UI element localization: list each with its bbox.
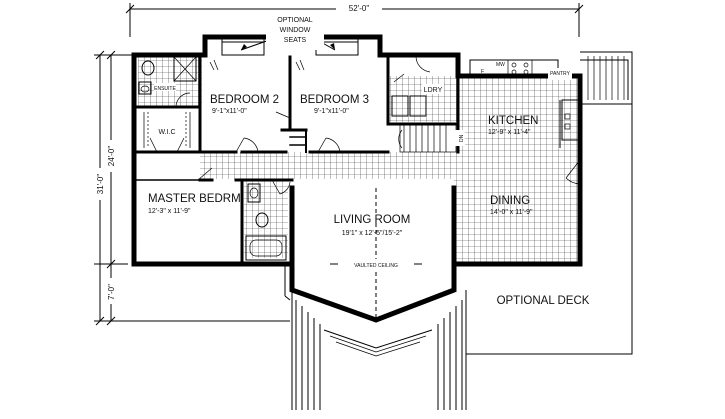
pantry-label: PANTRY xyxy=(550,71,570,77)
living-size: 19'1" x 12'-5"/15'-2" xyxy=(342,230,403,237)
deck-depth-label: 7'-0" xyxy=(107,284,116,300)
living-room: LIVING ROOM 19'1" x 12'-5"/15'-2" VAULTE… xyxy=(289,185,457,323)
kitchen-size: 12'-9" x 11'-4" xyxy=(488,129,531,136)
bath-toilet-icon xyxy=(255,212,269,228)
window-seats-line1: OPTIONAL xyxy=(277,17,313,24)
wic-label: W.I.C xyxy=(158,129,175,136)
ensuite-label: ENSUITE xyxy=(154,86,176,92)
master-size: 12'-3" x 11'-9" xyxy=(148,208,191,215)
dryer-icon xyxy=(409,95,427,117)
deck-label: OPTIONAL DECK xyxy=(497,295,590,307)
ensuite-sink-icon xyxy=(140,85,150,93)
ensuite-fixtures: ENSUITE xyxy=(138,56,197,108)
bedroom3-size: 9'-1"x11'-0" xyxy=(314,108,349,115)
bath-sink-icon xyxy=(249,187,259,199)
master-name: MASTER BEDRM xyxy=(148,193,241,205)
bedroom-3: BEDROOM 3 9'-1"x11'-0" xyxy=(300,94,369,153)
bedroom-2: BEDROOM 2 9'-1"x11'-0" xyxy=(209,59,305,153)
window-seats-line2: WINDOW xyxy=(280,27,311,34)
dining-name: DINING xyxy=(490,195,530,207)
window-seats-line3: SEATS xyxy=(284,37,307,44)
bedroom3-name: BEDROOM 3 xyxy=(300,94,369,106)
overall-width-dimension: 52'-0" xyxy=(125,2,584,37)
laundry-stairs: LDRY DN xyxy=(391,56,465,153)
fridge-label: F xyxy=(481,69,484,75)
vaulted-ceiling-label: VAULTED CEILING xyxy=(354,263,398,269)
dining: DINING 14'-0" x 11'-9" xyxy=(490,159,581,216)
microwave-label: MW xyxy=(496,62,505,68)
living-name: LIVING ROOM xyxy=(334,214,411,226)
main-bath xyxy=(245,179,291,261)
laundry-label: LDRY xyxy=(424,87,443,94)
bedroom2-name: BEDROOM 2 xyxy=(210,94,279,106)
walk-in-closet: W.I.C xyxy=(143,112,191,153)
kitchen-name: KITCHEN xyxy=(488,115,538,127)
optional-deck: OPTIONAL DECK xyxy=(284,51,633,410)
bathtub-icon xyxy=(245,235,287,261)
ensuite-toilet-icon xyxy=(141,60,155,76)
house-depth-label: 24'-0" xyxy=(107,146,116,167)
overall-depth-label: 31'-0" xyxy=(96,174,105,195)
overall-width-label: 52'-0" xyxy=(349,4,370,13)
range-icon xyxy=(507,59,533,77)
depth-dimensions: 31'-0" 24'-0" 7'-0" xyxy=(94,50,290,326)
window-seats: OPTIONAL WINDOW SEATS xyxy=(221,14,359,56)
bedroom2-size: 9'-1"x11'-0" xyxy=(212,108,247,115)
kitchen: F MW PANTRY KITCHEN 12'-9" x 11'-4" xyxy=(469,59,579,148)
dining-size: 14'-0" x 11'-9" xyxy=(490,209,533,216)
washer-icon xyxy=(391,95,409,117)
master-bedroom: MASTER BEDRM 12'-3" x 11'-9" xyxy=(148,167,241,215)
stair-down-label: DN xyxy=(459,134,465,142)
